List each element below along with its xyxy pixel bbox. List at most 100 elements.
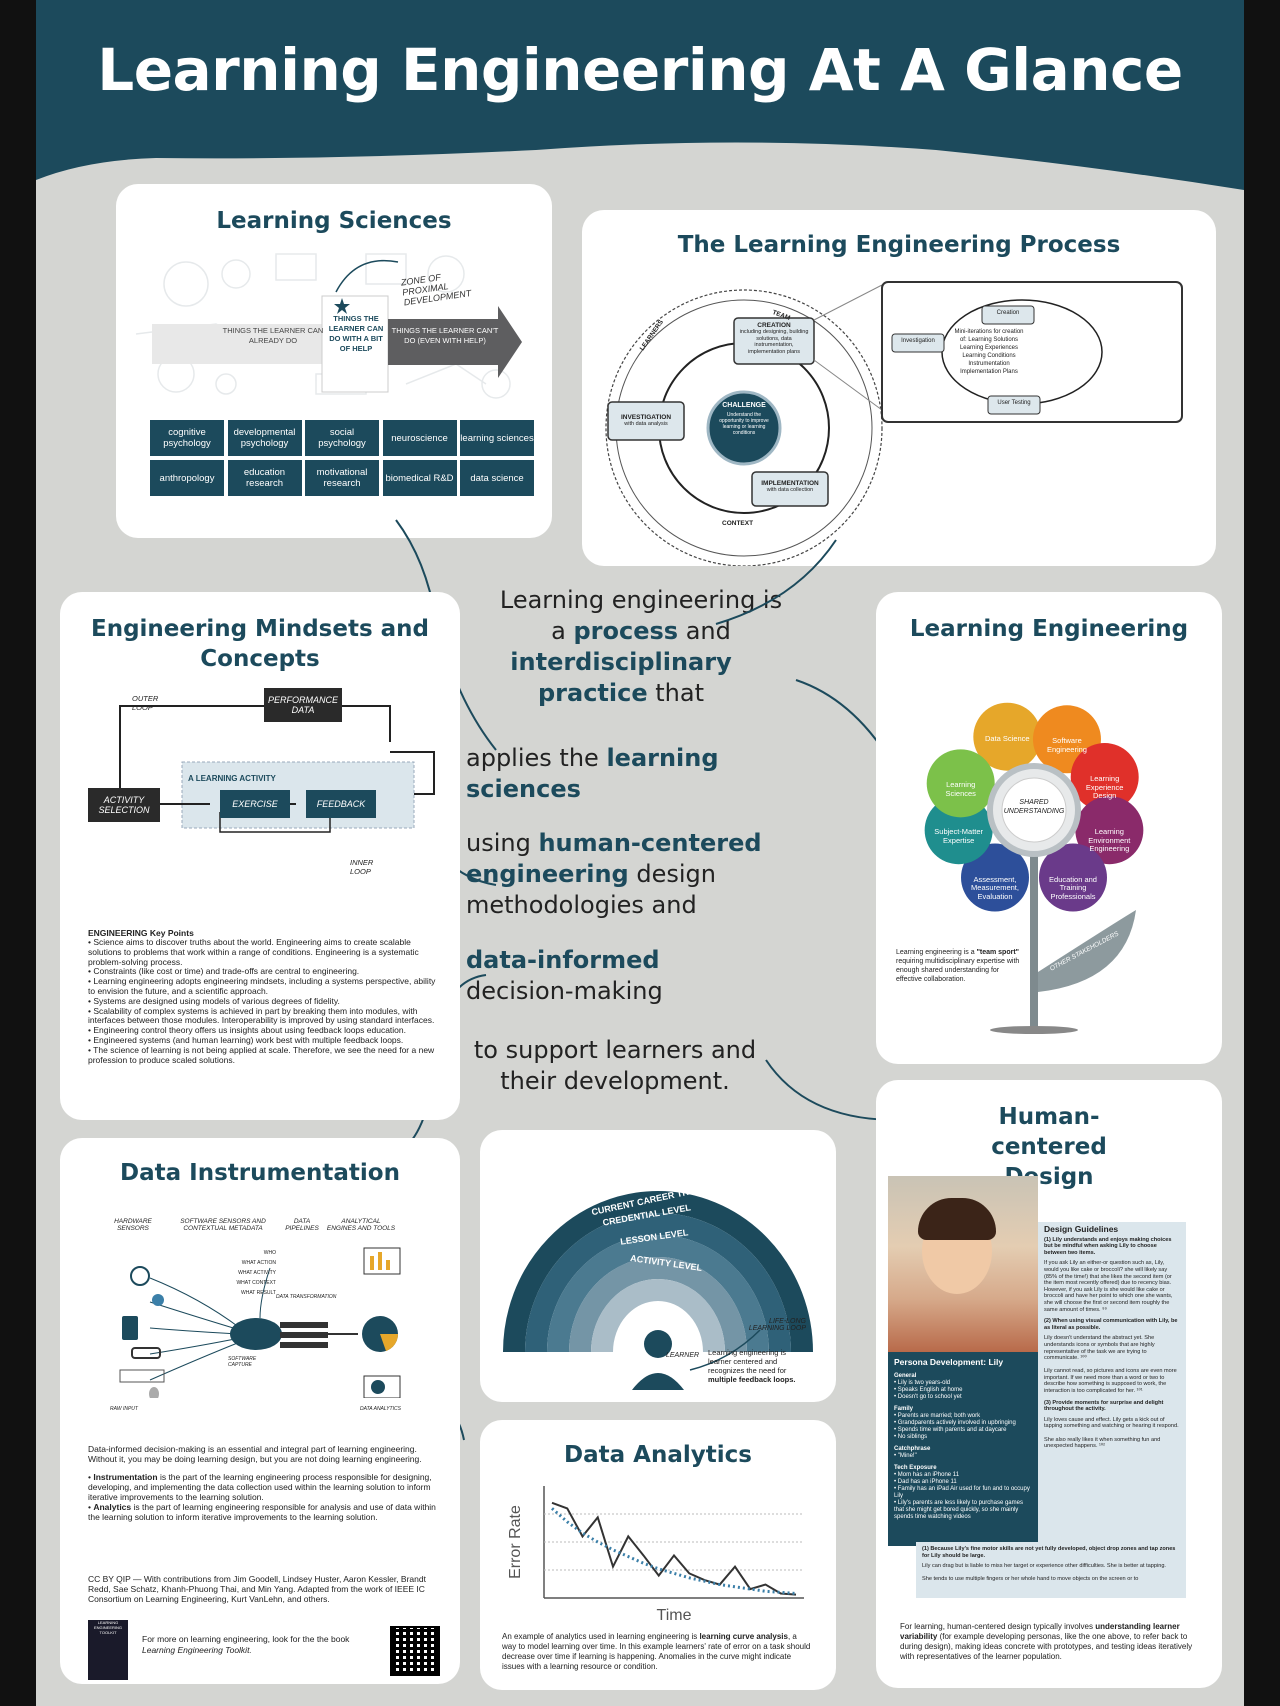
petal — [926, 749, 995, 818]
key-point: • Scalability of complex systems is achi… — [88, 1005, 435, 1026]
investigation-text: with data analysis — [624, 421, 668, 427]
series-line-model — [551, 1507, 797, 1596]
central-line-12: to support learners and — [473, 1036, 757, 1064]
guideline-2-text: Lily doesn't understand the abstract yet… — [1044, 1335, 1177, 1395]
hcd-caption: For learning, human-centered design typi… — [900, 1622, 1193, 1661]
learning-sciences-card: Learning Sciences ZONE OF PROXIMAL DEVEL… — [116, 184, 552, 538]
mini-user-testing: User Testing — [997, 400, 1031, 406]
central-line-7: using human-centered — [466, 829, 762, 857]
inner-loop-label: INNER LOOP — [350, 858, 374, 876]
learner-label: LEARNER — [666, 1352, 700, 1359]
outer-loop-label: OUTER LOOP — [132, 694, 159, 712]
life-long-loop-label: LIFE-LONG LEARNING LOOP — [748, 1318, 806, 1332]
key-point: • Systems are designed using models of v… — [88, 995, 340, 1006]
process-heading: The Learning Engineering Process — [677, 232, 1121, 258]
petal-label: Education and Training Professionals — [1049, 874, 1097, 901]
y-axis-label: Error Rate — [507, 1505, 524, 1579]
central-line-9: methodologies and — [466, 891, 697, 919]
book-note: For more on learning engineering, look f… — [142, 1634, 350, 1655]
petal — [961, 843, 1029, 912]
learning-engineering-card: Learning Engineering SHARED UNDERSTANDIN… — [876, 592, 1222, 1064]
career-arcs-diagram — [503, 1191, 813, 1396]
page-title: Learning Engineering At A Glance — [97, 36, 1183, 104]
key-points: ENGINEERING Key Points • Science aims to… — [88, 928, 438, 1065]
activity-selection-box: ACTIVITY SELECTION — [88, 788, 160, 822]
catchphrase-text: • "Mine!" — [894, 1453, 917, 1459]
guidelines-title: Design Guidelines — [1044, 1224, 1119, 1234]
book-cover-title: LEARNING ENGINEERING TOOLKIT — [93, 1620, 122, 1635]
tech-text: • Mom has an iPhone 11 • Dad has an iPho… — [894, 1472, 1030, 1520]
petal-label: Software Engineering — [1046, 736, 1087, 754]
petal — [1070, 743, 1139, 812]
central-statement-5: to support learners and their developmen… — [450, 1035, 780, 1097]
data-analytics-heading: Data Analytics — [564, 1442, 752, 1468]
exercise-box: EXERCISE — [220, 790, 290, 818]
header-banner — [36, 0, 1244, 190]
central-line-1: Learning engineering is — [499, 586, 783, 614]
instrumentation-bullet: • Instrumentation is the part of the lea… — [88, 1472, 432, 1502]
credits: CC BY QIP — With contributions from Jim … — [88, 1574, 426, 1604]
implementation-title: IMPLEMENTATION — [761, 480, 819, 487]
col-pipelines: DATA PIPELINES — [285, 1218, 319, 1232]
shared-understanding: SHARED UNDERSTANDING — [1003, 799, 1065, 815]
discipline-tile: learning sciences — [460, 420, 534, 456]
central-line-10: data-informed — [466, 946, 660, 974]
investigation-step[interactable]: INVESTIGATION with data analysis — [610, 414, 682, 427]
key-point: • Engineering control theory offers us i… — [88, 1025, 406, 1036]
data-instrumentation-heading: Data Instrumentation — [120, 1160, 400, 1186]
petal-label: Data Science — [985, 733, 1030, 743]
analytics-bullet: • Analytics is the part of learning engi… — [88, 1502, 436, 1522]
key-points-title: ENGINEERING Key Points — [88, 928, 194, 938]
x-axis-label: Time — [657, 1607, 692, 1624]
petal-label: Learning Sciences — [945, 780, 976, 798]
central-line-6: sciences — [466, 775, 581, 803]
zone-with-help: THINGS THE LEARNER CAN DO WITH A BIT OF … — [328, 314, 384, 353]
key-point: • Constraints (like cost or time) and tr… — [88, 966, 360, 977]
catchphrase-heading: Catchphrase — [894, 1446, 931, 1452]
instrumentation-para: Data-informed decision-making is an esse… — [88, 1444, 422, 1464]
petal-label: Assessment, Measurement, Evaluation — [971, 874, 1019, 901]
col-hardware: HARDWARE SENSORS — [114, 1218, 152, 1232]
career-card: FUTURE CAREER TRAJECTORIES CURRENT CAREE… — [480, 1130, 836, 1402]
ring-context: CONTEXT — [722, 520, 754, 527]
central-statement-4: data-informed decision-making — [466, 945, 796, 1007]
key-point: • Science aims to discover truths about … — [88, 937, 419, 967]
learning-sciences-heading: Learning Sciences — [216, 208, 452, 234]
general-text: • Lily is two years-old • Speaks English… — [894, 1380, 963, 1400]
who-label: WHO — [263, 1250, 276, 1256]
petal — [1075, 796, 1144, 865]
discipline-tile: biomedical R&D — [382, 460, 457, 496]
central-line-4: practice that — [537, 679, 704, 707]
creation-step[interactable]: CREATION including designing, building s… — [736, 322, 812, 355]
col-analytics: ANALYTICAL ENGINES AND TOOLS — [326, 1218, 396, 1232]
discipline-tile: developmental psychology — [227, 420, 302, 456]
central-line-13: their development. — [500, 1067, 730, 1095]
challenge-text: Understand the opportunity to improve le… — [719, 412, 769, 436]
key-point: • Learning engineering adopts engineerin… — [88, 976, 436, 996]
mini-investigation: Investigation — [901, 338, 935, 344]
persona-title: Persona Development: Lily — [894, 1357, 1004, 1367]
discipline-tile: education research — [227, 460, 302, 496]
lily-photo — [888, 1176, 1038, 1352]
process-card: The Learning Engineering Process CHALLEN… — [582, 210, 1216, 566]
result-label: WHAT RESULT — [240, 1290, 276, 1296]
family-heading: Family — [894, 1406, 914, 1412]
mindsets-card: Engineering Mindsets and Concepts OUTER … — [60, 592, 460, 1120]
book-cover: LEARNING ENGINEERING TOOLKIT — [88, 1620, 128, 1680]
instrumentation-text: Data-informed decision-making is an esse… — [88, 1444, 436, 1522]
raw-input-label: RAW INPUT — [110, 1406, 138, 1412]
implementation-text: with data collection — [766, 487, 814, 493]
mindsets-heading: Engineering Mindsets and Concepts — [90, 616, 430, 672]
discipline-tile: neuroscience — [382, 420, 457, 456]
key-point: • Engineered systems (and human learning… — [88, 1034, 404, 1045]
implementation-step[interactable]: IMPLEMENTATION with data collection — [754, 480, 826, 493]
col-software: SOFTWARE SENSORS AND CONTEXTUAL METADATA — [180, 1218, 266, 1232]
petal — [1039, 843, 1107, 912]
activity-label: WHAT ACTIVITY — [238, 1270, 276, 1276]
flower-diagram — [924, 702, 1144, 1034]
hcd-card: Human-centered Design Persona Developmen… — [876, 1080, 1222, 1688]
data-instrumentation-card: Data Instrumentation HARDWARE SENSORS SO… — [60, 1138, 460, 1684]
guideline-2-heading: (2) When using visual communication with… — [1044, 1318, 1178, 1331]
guideline-4-heading: (1) Because Lily's fine motor skills are… — [922, 1546, 1176, 1559]
zone-cannot: THINGS THE LEARNER CAN'T DO (EVEN WITH H… — [391, 326, 499, 345]
